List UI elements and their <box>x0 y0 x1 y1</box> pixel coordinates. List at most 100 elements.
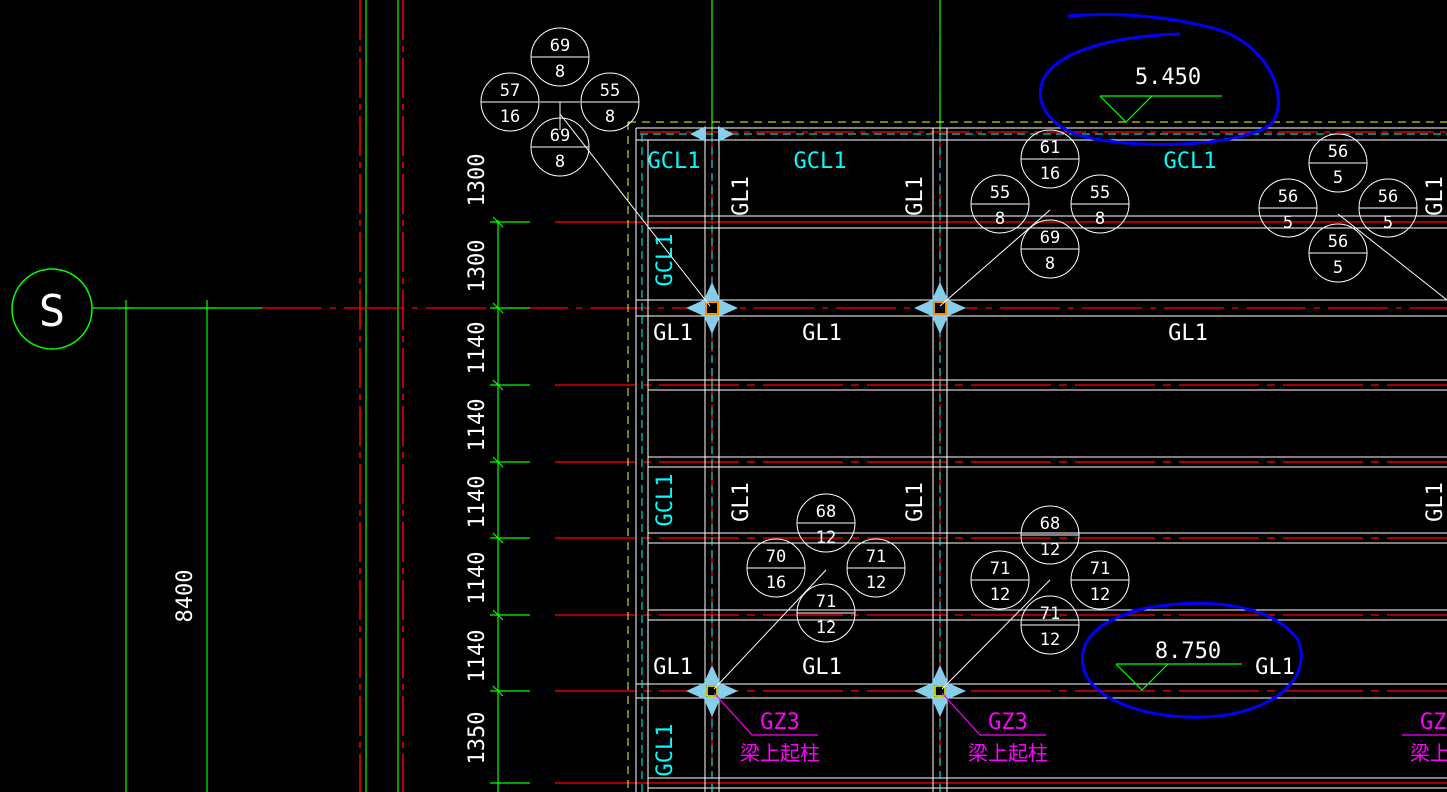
badge-bottom-value: 8 <box>1045 254 1055 274</box>
badge-bottom-value: 8 <box>555 152 565 172</box>
node-marker <box>686 282 738 334</box>
badge-top-value: 55 <box>1090 183 1110 203</box>
elevation-mark-upper[interactable]: 5.450 <box>1039 13 1280 146</box>
dim-seg-4: 1140 <box>465 399 490 452</box>
badge-top-value: 71 <box>1040 604 1060 624</box>
badge-bottom-value: 8 <box>555 62 565 82</box>
badge-top-value: 70 <box>766 547 786 567</box>
badge-top-value: 55 <box>600 81 620 101</box>
badge-cluster: 68 12 71 12 71 12 71 12 <box>970 505 1130 655</box>
gl-label: GL1 <box>1423 482 1447 522</box>
column-note: 梁上起柱 <box>1410 741 1447 765</box>
badge-bottom-value: 12 <box>1090 585 1110 605</box>
column-name: GZ3 <box>760 710 800 735</box>
badge-cluster: 68 12 70 16 71 12 71 12 <box>746 493 906 643</box>
elevation-value: 5.450 <box>1135 65 1201 90</box>
badge-bottom-value: 5 <box>1333 168 1343 188</box>
markup-circle <box>1039 13 1280 146</box>
badge-cluster: 61 16 55 8 55 8 69 8 <box>970 129 1130 279</box>
badge-top-value: 69 <box>550 126 570 146</box>
badge-bottom-value: 16 <box>500 107 520 127</box>
badge-top-value: 71 <box>990 559 1010 579</box>
badge-bottom-value: 16 <box>1040 164 1060 184</box>
badge-bottom-value: 12 <box>990 585 1010 605</box>
badge-bottom-value: 12 <box>1040 630 1060 650</box>
column-nodes <box>686 126 966 717</box>
badge-bottom-value: 5 <box>1283 213 1293 233</box>
badge-top-value: 57 <box>500 81 520 101</box>
dim-overall: 8400 <box>173 570 198 623</box>
badge-bottom-value: 5 <box>1383 213 1393 233</box>
badge-bottom-value: 12 <box>816 618 836 638</box>
beam-labels: GCL1 GCL1 GCL1 GCL1 GCL1 GCL1 GL1 GL1 GL… <box>648 149 1447 776</box>
column-note: 梁上起柱 <box>968 741 1048 765</box>
badge-top-value: 69 <box>550 36 570 56</box>
gl-label: GL1 <box>1255 655 1295 680</box>
badge-top-value: 56 <box>1378 187 1398 207</box>
gl-label: GL1 <box>903 176 928 216</box>
gl-label: GL1 <box>802 321 842 346</box>
dim-seg-3: 1140 <box>465 322 490 375</box>
gl-label: GL1 <box>729 176 754 216</box>
node-marker <box>690 126 734 142</box>
badge-bottom-value: 16 <box>766 573 786 593</box>
column-note: 梁上起柱 <box>740 741 820 765</box>
badge-bottom-value: 12 <box>816 528 836 548</box>
badge-bottom-value: 8 <box>605 107 615 127</box>
column-name: GZ3 <box>988 710 1028 735</box>
dim-seg-8: 1350 <box>465 712 490 765</box>
gl-label: GL1 <box>653 655 693 680</box>
badge-bottom-value: 5 <box>1333 258 1343 278</box>
gcl-label: GCL1 <box>648 149 701 174</box>
axis-label: S <box>39 286 66 337</box>
column-callouts: GZ3 梁上起柱 GZ3 梁上起柱 GZ3 梁上起柱 <box>713 692 1447 765</box>
gl-label: GL1 <box>653 321 693 346</box>
gcl-label: GCL1 <box>1164 149 1217 174</box>
badge-cluster: 56 5 56 5 56 5 56 5 <box>1258 133 1418 283</box>
dimension-chain <box>118 216 530 784</box>
dim-seg-1: 1300 <box>465 154 490 207</box>
node-badge-clusters: 69 8 57 16 55 8 69 8 61 16 55 8 55 8 69 8 56 5 56 5 56 5 56 5 68… <box>480 27 1418 655</box>
badge-top-value: 55 <box>990 183 1010 203</box>
column-name: GZ3 <box>1420 710 1447 735</box>
badge-top-value: 71 <box>816 592 836 612</box>
left-axis-lines <box>359 0 941 792</box>
gl-label: GL1 <box>1168 321 1208 346</box>
dim-seg-7: 1140 <box>465 630 490 683</box>
badge-bottom-value: 12 <box>866 573 886 593</box>
badge-top-value: 61 <box>1040 138 1060 158</box>
badge-top-value: 68 <box>1040 514 1060 534</box>
dim-seg-2: 1300 <box>465 240 490 293</box>
gl-label: GL1 <box>802 655 842 680</box>
badge-top-value: 69 <box>1040 228 1060 248</box>
node-marker <box>686 665 738 717</box>
badge-top-value: 71 <box>866 547 886 567</box>
badge-top-value: 56 <box>1328 142 1348 162</box>
node-marker <box>914 282 966 334</box>
dim-seg-5: 1140 <box>465 476 490 529</box>
gcl-label: GCL1 <box>794 149 847 174</box>
node-marker <box>914 665 966 717</box>
horizontal-axis-lines <box>262 131 1447 784</box>
axis-bubble-s[interactable]: S <box>11 268 93 350</box>
green-grid-lines <box>92 0 941 792</box>
gl-label: GL1 <box>729 482 754 522</box>
badge-top-value: 56 <box>1278 187 1298 207</box>
gcl-label: GCL1 <box>653 724 678 777</box>
yellow-edge-lines <box>627 121 1447 792</box>
markup-circle <box>1081 601 1303 719</box>
gl-label: GL1 <box>1423 176 1447 216</box>
badge-top-value: 68 <box>816 502 836 522</box>
badge-top-value: 71 <box>1090 559 1110 579</box>
badge-bottom-value: 8 <box>1095 209 1105 229</box>
badge-bottom-value: 12 <box>1040 540 1060 560</box>
elevation-value: 8.750 <box>1155 639 1221 664</box>
gl-label: GL1 <box>903 482 928 522</box>
badge-top-value: 56 <box>1328 232 1348 252</box>
gcl-label: GCL1 <box>653 474 678 527</box>
elevation-mark-lower[interactable]: 8.750 <box>1081 601 1303 719</box>
badge-bottom-value: 8 <box>995 209 1005 229</box>
badge-cluster: 69 8 57 16 55 8 69 8 <box>480 27 640 177</box>
dimension-texts: 8400 1300 1300 1140 1140 1140 1140 1140 … <box>173 154 490 765</box>
